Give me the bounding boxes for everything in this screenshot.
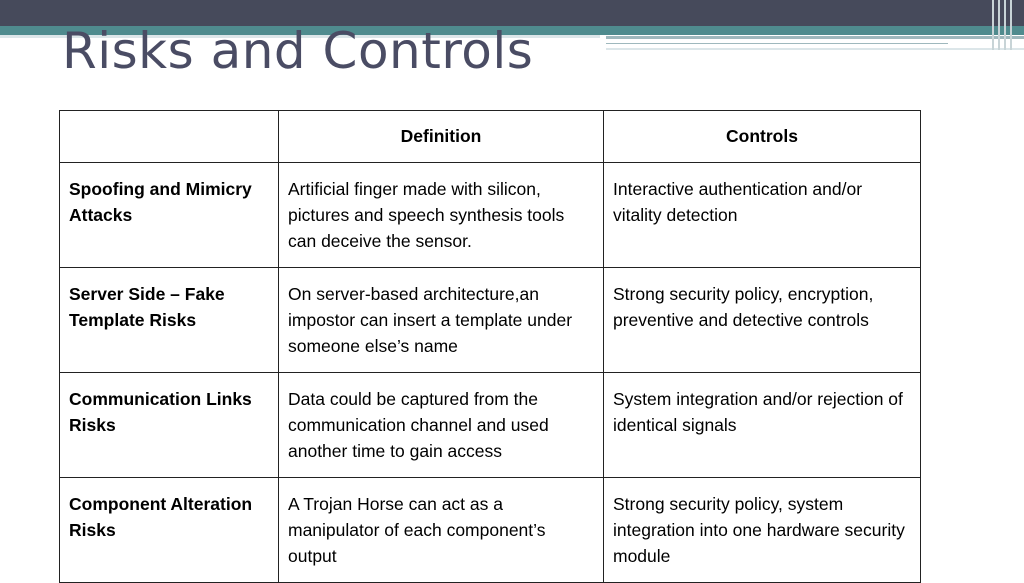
header-cell-risk — [59, 110, 279, 163]
controls-cell: System integration and/or rejection of i… — [603, 372, 921, 478]
definition-cell: A Trojan Horse can act as a manipulator … — [278, 477, 604, 583]
decorative-stripe-4 — [1010, 0, 1012, 50]
decorative-line-right-3 — [606, 48, 1024, 50]
definition-cell: On server-based architecture,an impostor… — [278, 267, 604, 373]
table-row: Server Side – Fake Template Risks On ser… — [59, 267, 921, 373]
risks-controls-table: Definition Controls Spoofing and Mimicry… — [59, 110, 921, 583]
table-row: Spoofing and Mimicry Attacks Artificial … — [59, 162, 921, 268]
decorative-stripe-2 — [998, 0, 1000, 50]
table-header-row: Definition Controls — [59, 110, 921, 163]
risk-cell: Spoofing and Mimicry Attacks — [59, 162, 279, 268]
table-row: Communication Links Risks Data could be … — [59, 372, 921, 478]
controls-cell: Strong security policy, encryption, prev… — [603, 267, 921, 373]
decorative-line-right-1 — [606, 36, 1024, 39]
header-cell-controls: Controls — [603, 110, 921, 163]
definition-cell: Data could be captured from the communic… — [278, 372, 604, 478]
header-cell-definition: Definition — [278, 110, 604, 163]
accent-band — [0, 26, 1024, 35]
risk-cell: Server Side – Fake Template Risks — [59, 267, 279, 373]
slide-title: Risks and Controls — [62, 22, 534, 80]
risk-cell: Component Alteration Risks — [59, 477, 279, 583]
decorative-stripe-1 — [992, 0, 994, 50]
decorative-stripe-3 — [1004, 0, 1006, 50]
header-band — [0, 0, 1024, 26]
definition-cell: Artificial finger made with silicon, pic… — [278, 162, 604, 268]
risk-cell: Communication Links Risks — [59, 372, 279, 478]
decorative-line-right-2 — [606, 43, 948, 44]
controls-cell: Strong security policy, system integrati… — [603, 477, 921, 583]
table-row: Component Alteration Risks A Trojan Hors… — [59, 477, 921, 583]
decorative-line-left — [0, 35, 600, 38]
controls-cell: Interactive authentication and/or vitali… — [603, 162, 921, 268]
